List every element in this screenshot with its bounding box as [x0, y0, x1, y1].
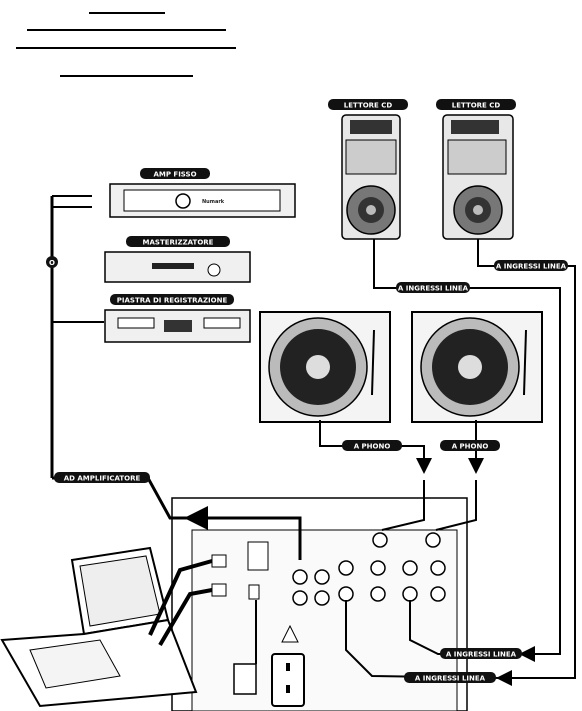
label-phono-2: A PHONO [440, 440, 500, 451]
laptop-icon [0, 546, 198, 708]
label-line-in-top-1: A INGRESSI LINEA [396, 282, 470, 293]
tape-deck-device: PIASTRA DI REGISTRAZIONE [104, 294, 251, 343]
label-line-in-bot-1: A INGRESSI LINEA [440, 648, 522, 659]
tape-deck-label: PIASTRA DI REGISTRAZIONE [117, 297, 228, 305]
label-line-in-bot-1-text: A INGRESSI LINEA [446, 651, 517, 659]
label-line-in-top-1-text: A INGRESSI LINEA [398, 285, 469, 293]
power-outlet-icon [233, 624, 305, 707]
amp-label: AMP FISSO [153, 171, 196, 179]
header-rule-1 [89, 12, 165, 14]
amp-brand: Numark [202, 199, 225, 205]
cd-player-1: LETTORE CD [328, 99, 408, 240]
header-rule-2 [27, 29, 226, 31]
burner-device: MASTERIZZATORE [104, 236, 251, 283]
amp-device: AMP FISSO Numark [109, 168, 296, 218]
turntable-2 [411, 311, 543, 423]
label-line-in-bot-2: A INGRESSI LINEA [404, 672, 496, 683]
label-line-in-top-2-text: A INGRESSI LINEA [496, 263, 567, 271]
label-line-in-bot-2-text: A INGRESSI LINEA [415, 675, 486, 683]
label-phono-1-text: A PHONO [354, 443, 391, 451]
label-to-amp-text: AD AMPLIFICATORE [64, 475, 141, 483]
label-to-amp: AD AMPLIFICATORE [54, 472, 150, 483]
or-symbol-text: O [49, 259, 55, 267]
turntable-1 [259, 311, 391, 423]
or-symbol: O [46, 256, 58, 268]
cd-player-2-label: LETTORE CD [452, 102, 501, 110]
label-phono-1: A PHONO [342, 440, 402, 451]
cd-player-2: LETTORE CD [436, 99, 516, 240]
header-rule-4 [60, 75, 193, 77]
burner-label: MASTERIZZATORE [143, 239, 214, 247]
label-phono-2-text: A PHONO [452, 443, 489, 451]
header-rule-3 [16, 47, 236, 49]
cd-player-1-label: LETTORE CD [344, 102, 393, 110]
label-line-in-top-2: A INGRESSI LINEA [494, 260, 568, 271]
